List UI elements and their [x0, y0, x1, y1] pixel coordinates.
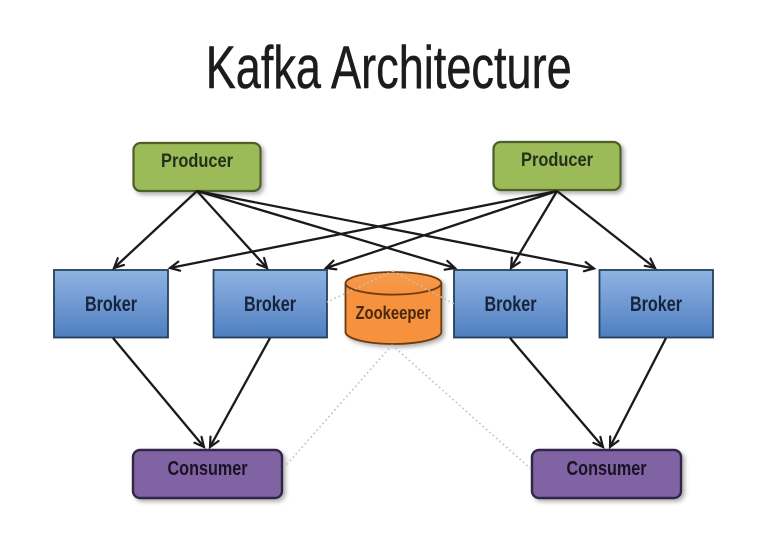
svg-text:Producer: Producer — [521, 150, 594, 171]
svg-text:Kafka Architecture: Kafka Architecture — [206, 34, 572, 101]
svg-text:Broker: Broker — [630, 293, 682, 316]
svg-text:Broker: Broker — [85, 293, 137, 316]
svg-text:Broker: Broker — [485, 293, 537, 316]
svg-text:Consumer: Consumer — [567, 458, 647, 480]
svg-text:Consumer: Consumer — [168, 458, 248, 480]
svg-text:Broker: Broker — [244, 293, 296, 316]
svg-text:Producer: Producer — [161, 151, 234, 172]
svg-text:Zookeeper: Zookeeper — [356, 303, 431, 323]
